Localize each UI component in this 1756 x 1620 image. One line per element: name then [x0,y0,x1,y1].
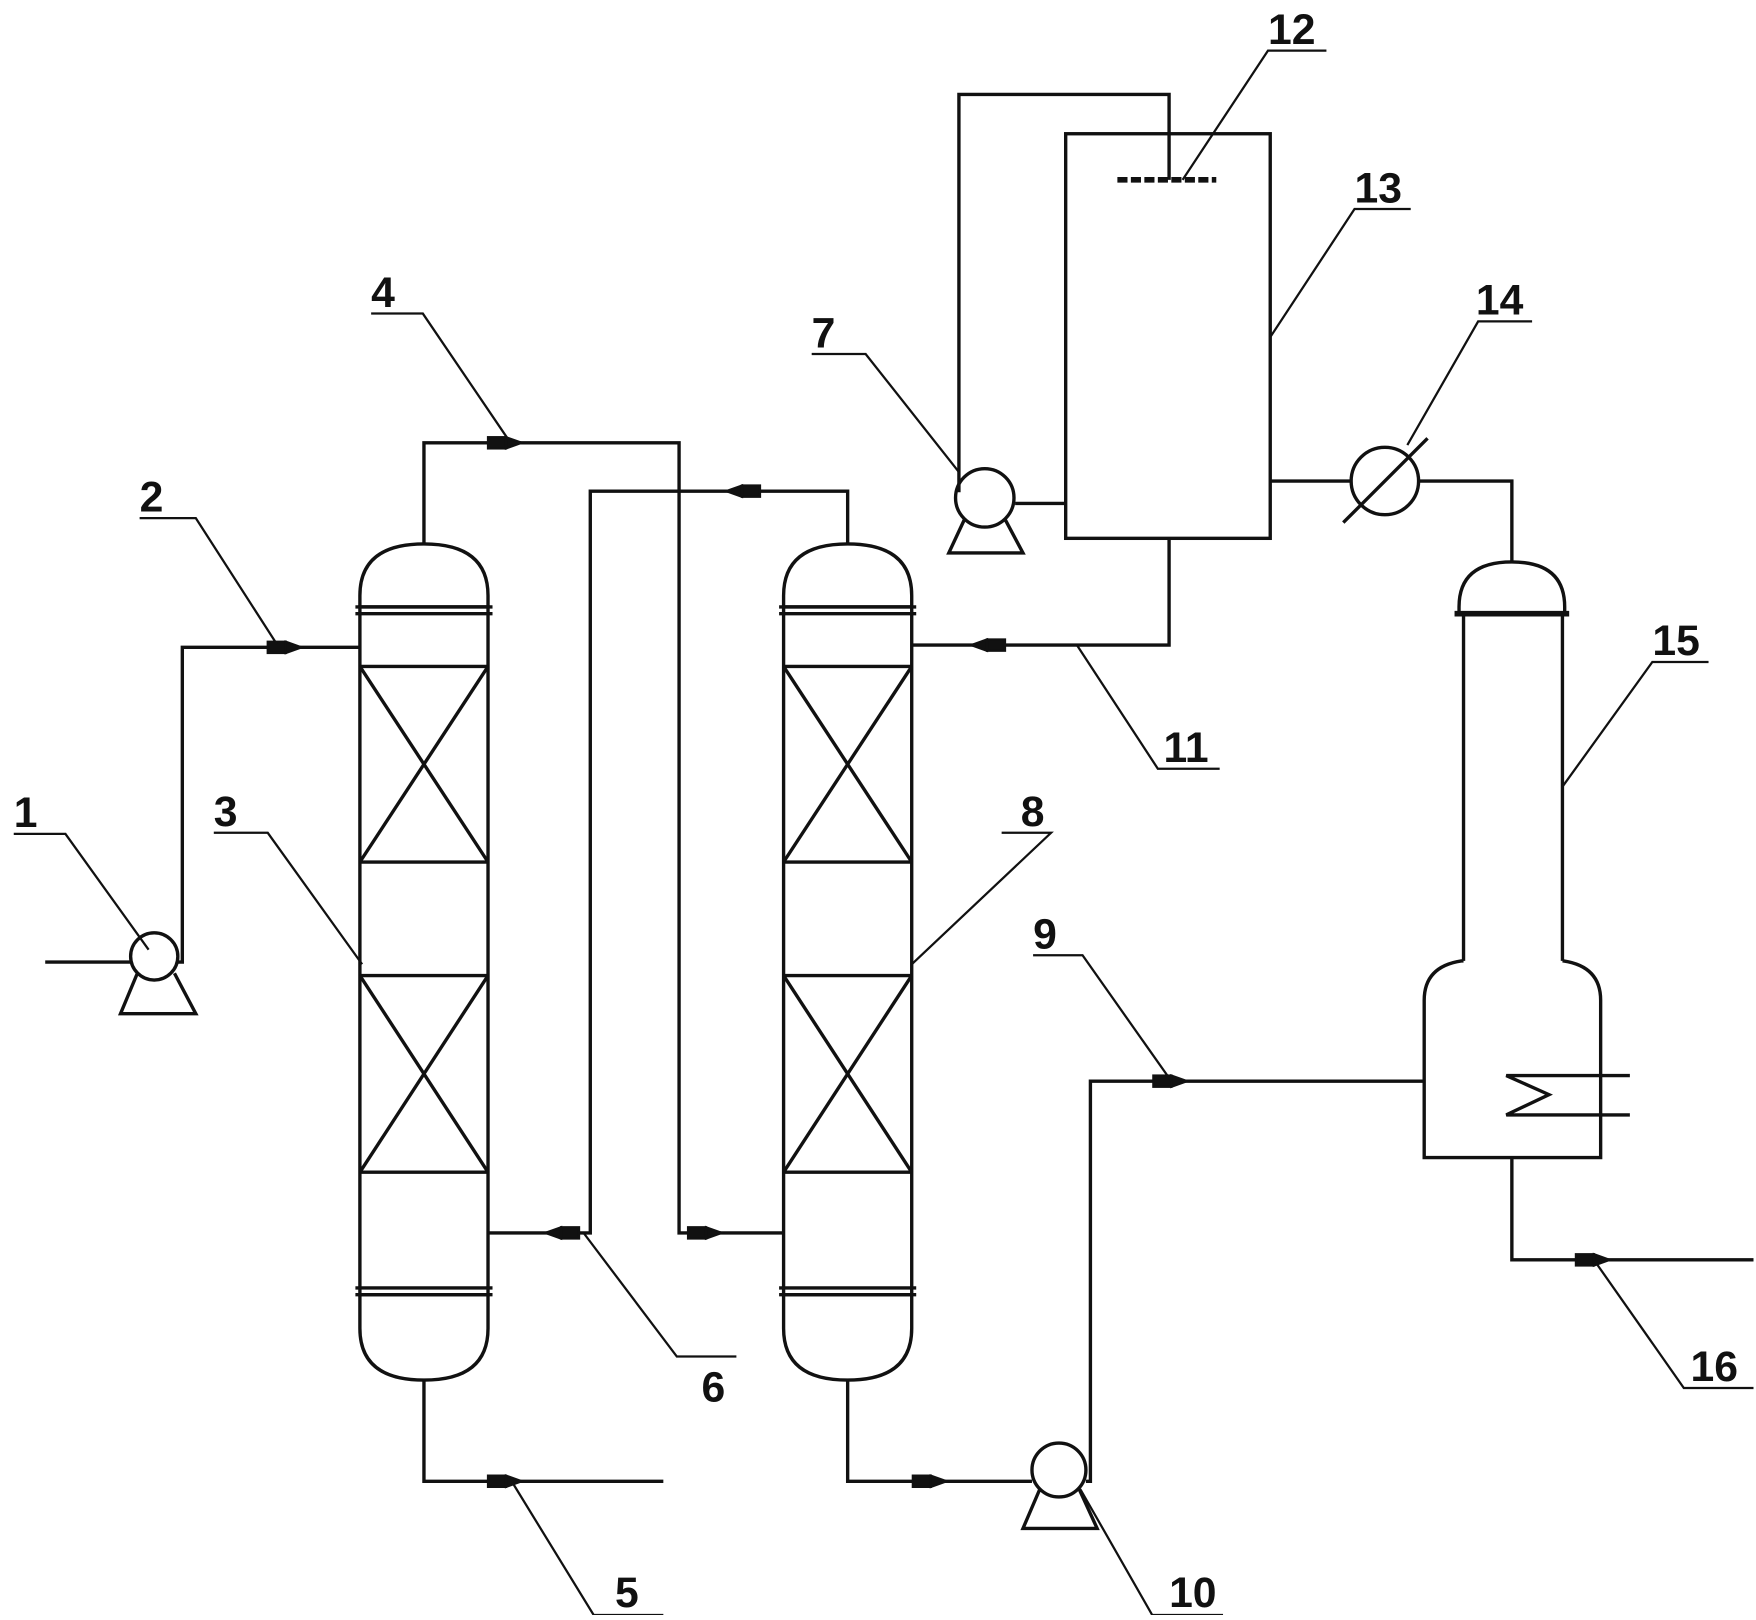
label-4: 4 [371,269,395,317]
tank-13 [1064,132,1272,541]
label-14: 14 [1476,277,1524,325]
label-7: 7 [812,309,836,357]
label-15: 15 [1652,617,1699,665]
pump-10 [1020,1441,1100,1531]
sprayer-12 [957,92,1217,493]
label-2: 2 [140,473,164,521]
pump-1 [117,931,199,1016]
label-1: 1 [14,789,38,837]
label-8: 8 [1021,788,1045,836]
label-12: 12 [1268,6,1315,54]
label-13: 13 [1355,164,1402,212]
column-8 [779,542,917,1382]
number-labels: 1 2 3 4 5 6 7 8 9 10 11 12 13 14 15 16 [14,6,1738,1617]
label-10: 10 [1169,1569,1216,1615]
column-3 [355,542,493,1382]
valves [266,435,1613,1489]
label-11: 11 [1163,724,1208,772]
label-5: 5 [615,1569,639,1615]
pump-7 [946,466,1026,555]
label-16: 16 [1691,1343,1738,1391]
label-3: 3 [214,788,238,836]
pipes [45,441,1754,1483]
condenser-14 [1342,437,1429,524]
evaporator-15 [1422,560,1630,1160]
label-9: 9 [1033,911,1057,959]
label-6: 6 [702,1363,726,1411]
